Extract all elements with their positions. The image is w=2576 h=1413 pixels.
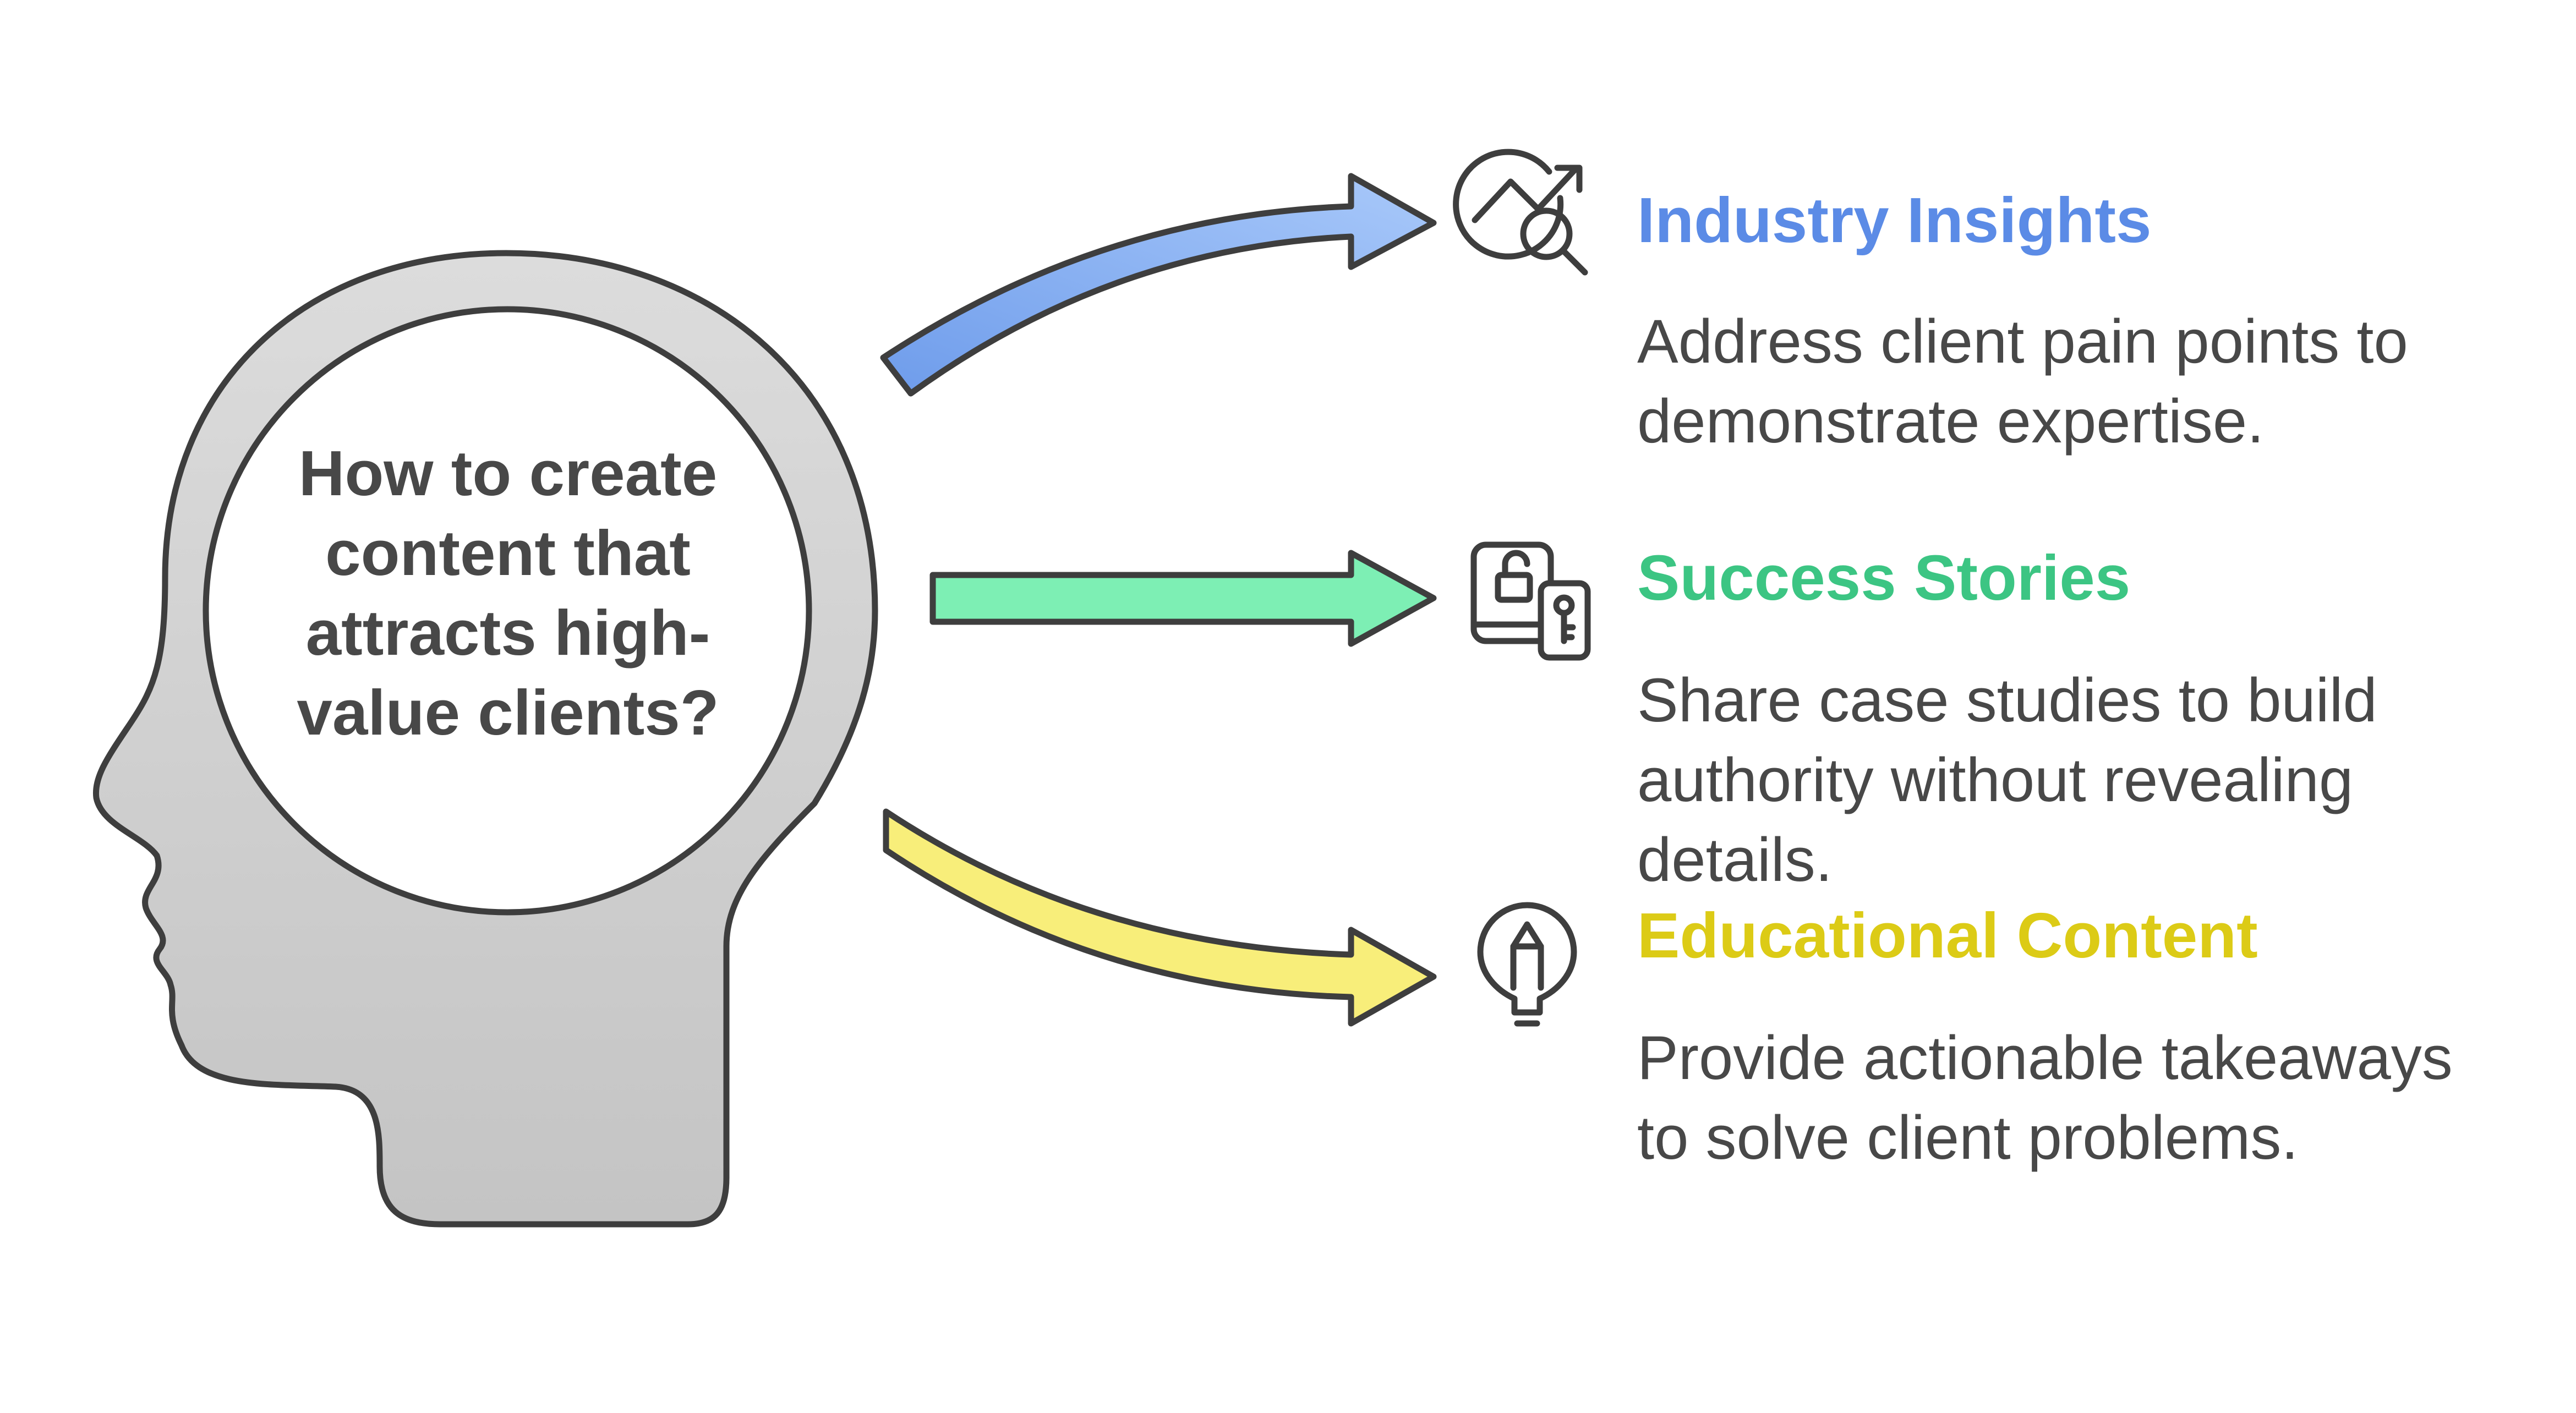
item-description-educational-content: Provide actionable takeaways to solve cl… (1637, 1023, 2453, 1172)
item-description-industry-insights: Address client pain points to demonstrat… (1637, 307, 2408, 456)
lightbulb-pencil-icon (1477, 902, 1577, 1027)
item-title-success-stories: Success Stories (1637, 542, 2131, 614)
case-lock-key-icon (1470, 541, 1591, 661)
trend-magnifier-icon (1453, 149, 1588, 276)
question-circle (203, 306, 812, 916)
center-question: How to create content that attracts high… (297, 437, 719, 748)
arrow-educational-content (883, 808, 1437, 1027)
item-description-success-stories: Share case studies to build authority wi… (1637, 666, 2377, 894)
arrow-success-stories (929, 550, 1437, 647)
item-title-educational-content: Educational Content (1637, 900, 2258, 971)
item-title-industry-insights: Industry Insights (1637, 184, 2152, 256)
arrow-industry-insights (880, 173, 1437, 397)
